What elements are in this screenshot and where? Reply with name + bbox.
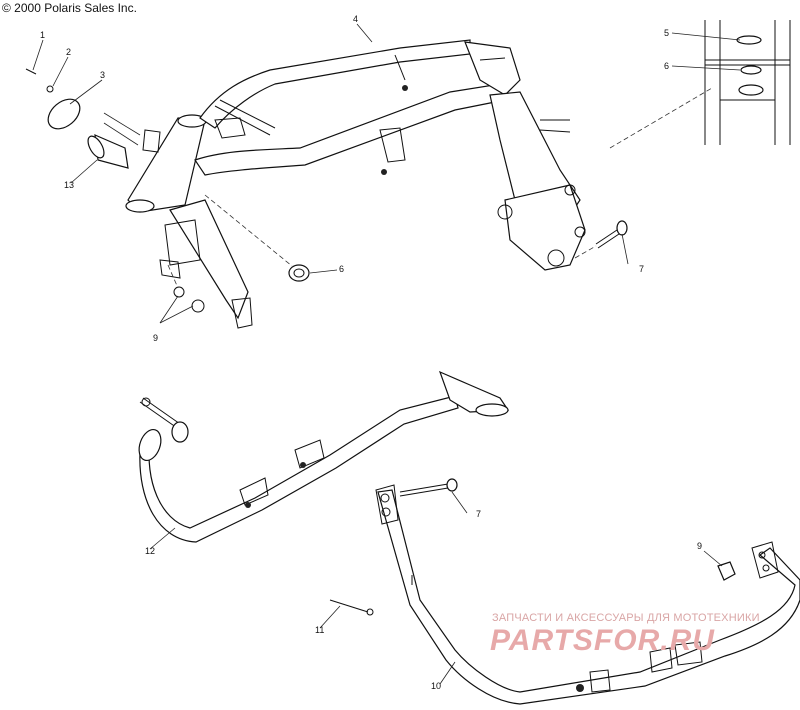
callout-1: 1 [40,30,45,40]
copyright-notice: © 2000 Polaris Sales Inc. [2,1,137,15]
frame-tube-10 [329,478,800,705]
callout-11: 11 [315,625,324,635]
watermark-tagline: ЗАПЧАСТИ И АКСЕССУАРЫ ДЛЯ МОТОТЕХНИКИ [492,612,760,624]
head-cover-parts [25,68,161,169]
callout-10: 10 [431,681,441,691]
callout-12: 12 [145,546,155,556]
callout-6-nut: 6 [339,264,344,274]
bolt-upper [574,220,628,259]
callout-numbers: 1 2 3 4 5 6 6 7 7 9 9 10 11 12 13 [40,14,702,691]
callout-13: 13 [64,180,74,190]
callout-7-upper: 7 [639,264,644,274]
callout-3: 3 [100,70,105,80]
main-frame [125,39,586,329]
callout-4: 4 [353,14,358,24]
callout-6-inset: 6 [664,61,669,71]
callout-9-lower: 9 [697,541,702,551]
callout-2: 2 [66,47,71,57]
watermark-logo: PARTSFOR.RU [490,624,715,657]
callout-5: 5 [664,28,669,38]
callout-9-upper: 9 [153,333,158,343]
fasteners-upper [167,194,310,313]
callout-7-lower: 7 [476,509,481,519]
frame-tube-12 [138,370,510,543]
callout-leaders [32,23,741,685]
inset-detail [609,20,791,149]
